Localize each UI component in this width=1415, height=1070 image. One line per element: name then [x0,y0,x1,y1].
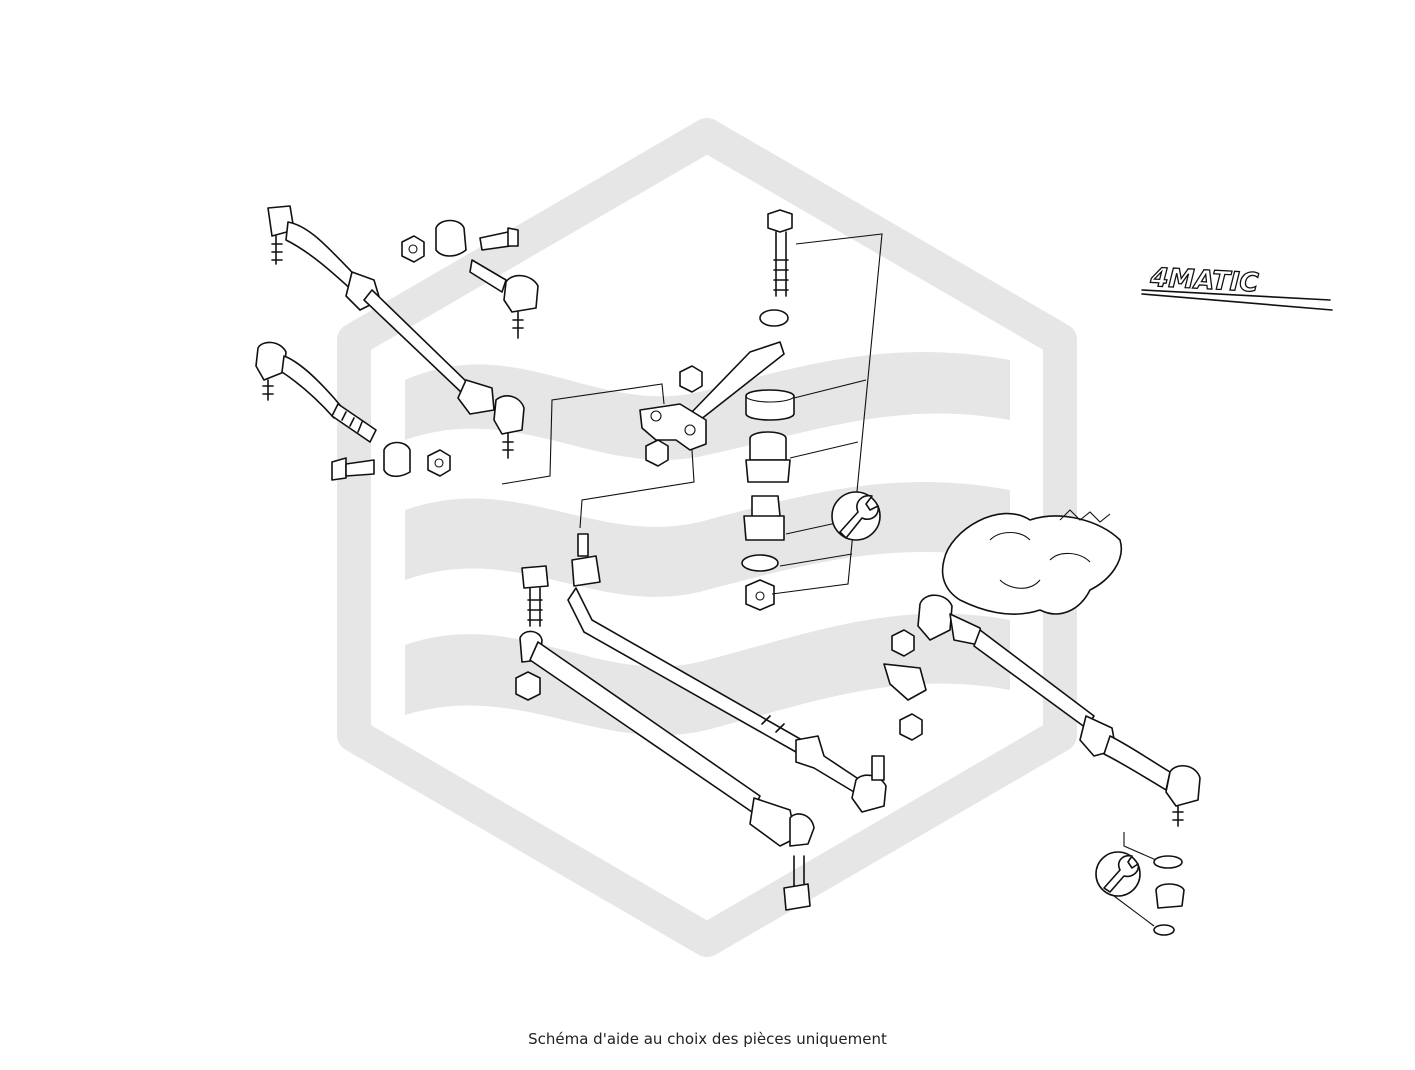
steering-gearbox [941,509,1123,615]
center-drag-link [567,533,887,813]
upper-left-tie-rod [267,205,525,459]
wrench-icon [831,491,881,541]
lower-left-hardware [331,441,451,481]
steering-arm [639,341,785,467]
center-hardware-stack [741,209,795,611]
upper-hardware [401,219,539,339]
4matic-badge: 4MATIC [1141,262,1333,311]
lower-left-tie-rod [255,341,377,443]
right-tie-rod [883,594,1201,827]
4matic-badge-text: 4MATIC [1149,263,1260,299]
lower-drag-link [515,565,815,911]
leader-lines [501,233,883,595]
caption: Schéma d'aide au choix des pièces unique… [528,1030,887,1048]
watermark-logo [337,118,1077,957]
lower-right-hardware [1095,832,1185,936]
